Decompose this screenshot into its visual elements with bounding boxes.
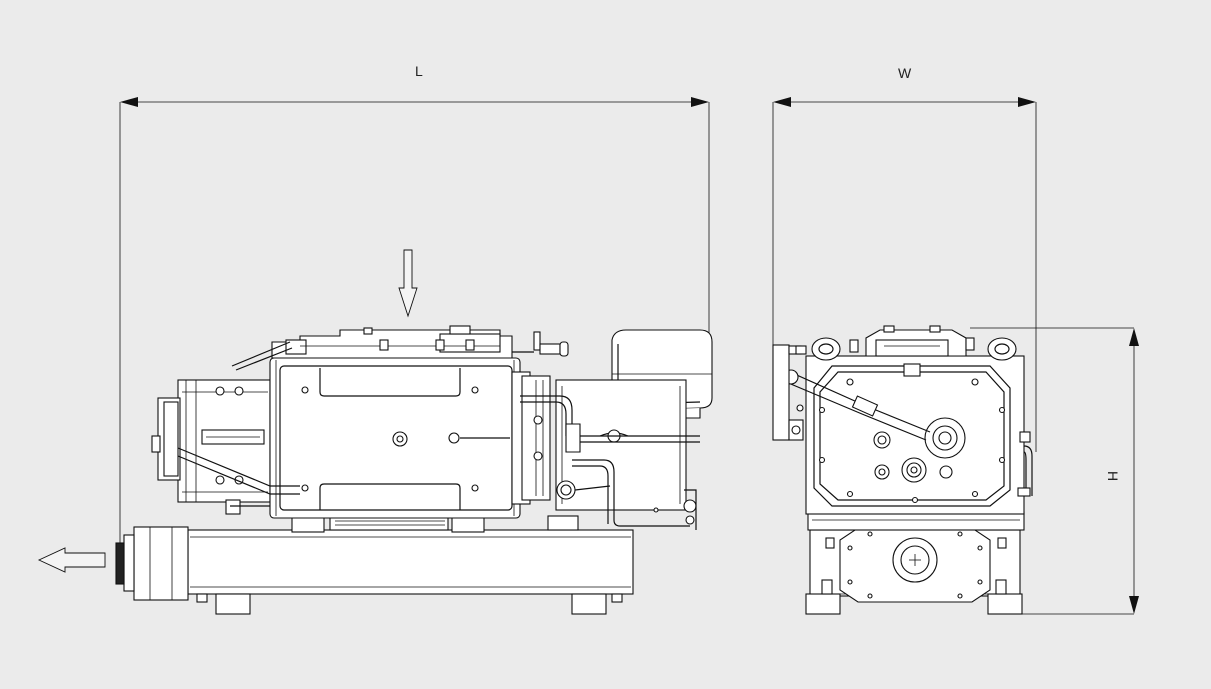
front-pipe [783,369,931,441]
front-top-manifold [795,325,1017,361]
piping [177,395,700,531]
valve-handle [512,331,569,357]
filter-housing [555,329,713,511]
height-dimension: H [970,327,1139,615]
gear-cover [825,527,1007,603]
side-view [115,325,713,615]
height-label: H [1105,471,1121,481]
width-label: W [898,65,912,81]
length-dimension: L [119,63,710,555]
inlet-manifold [231,325,513,371]
front-left-bracket [772,344,804,441]
width-dimension: W [772,65,1037,452]
motor [151,379,271,515]
base-frame [187,529,634,615]
arrow-down-icon [398,249,418,318]
pump-housing [269,357,551,519]
front-view [772,325,1033,615]
length-label: L [415,63,423,79]
arrow-left-icon [37,547,106,573]
front-right-pipe [1017,431,1033,497]
exhaust-outlet [115,526,189,601]
